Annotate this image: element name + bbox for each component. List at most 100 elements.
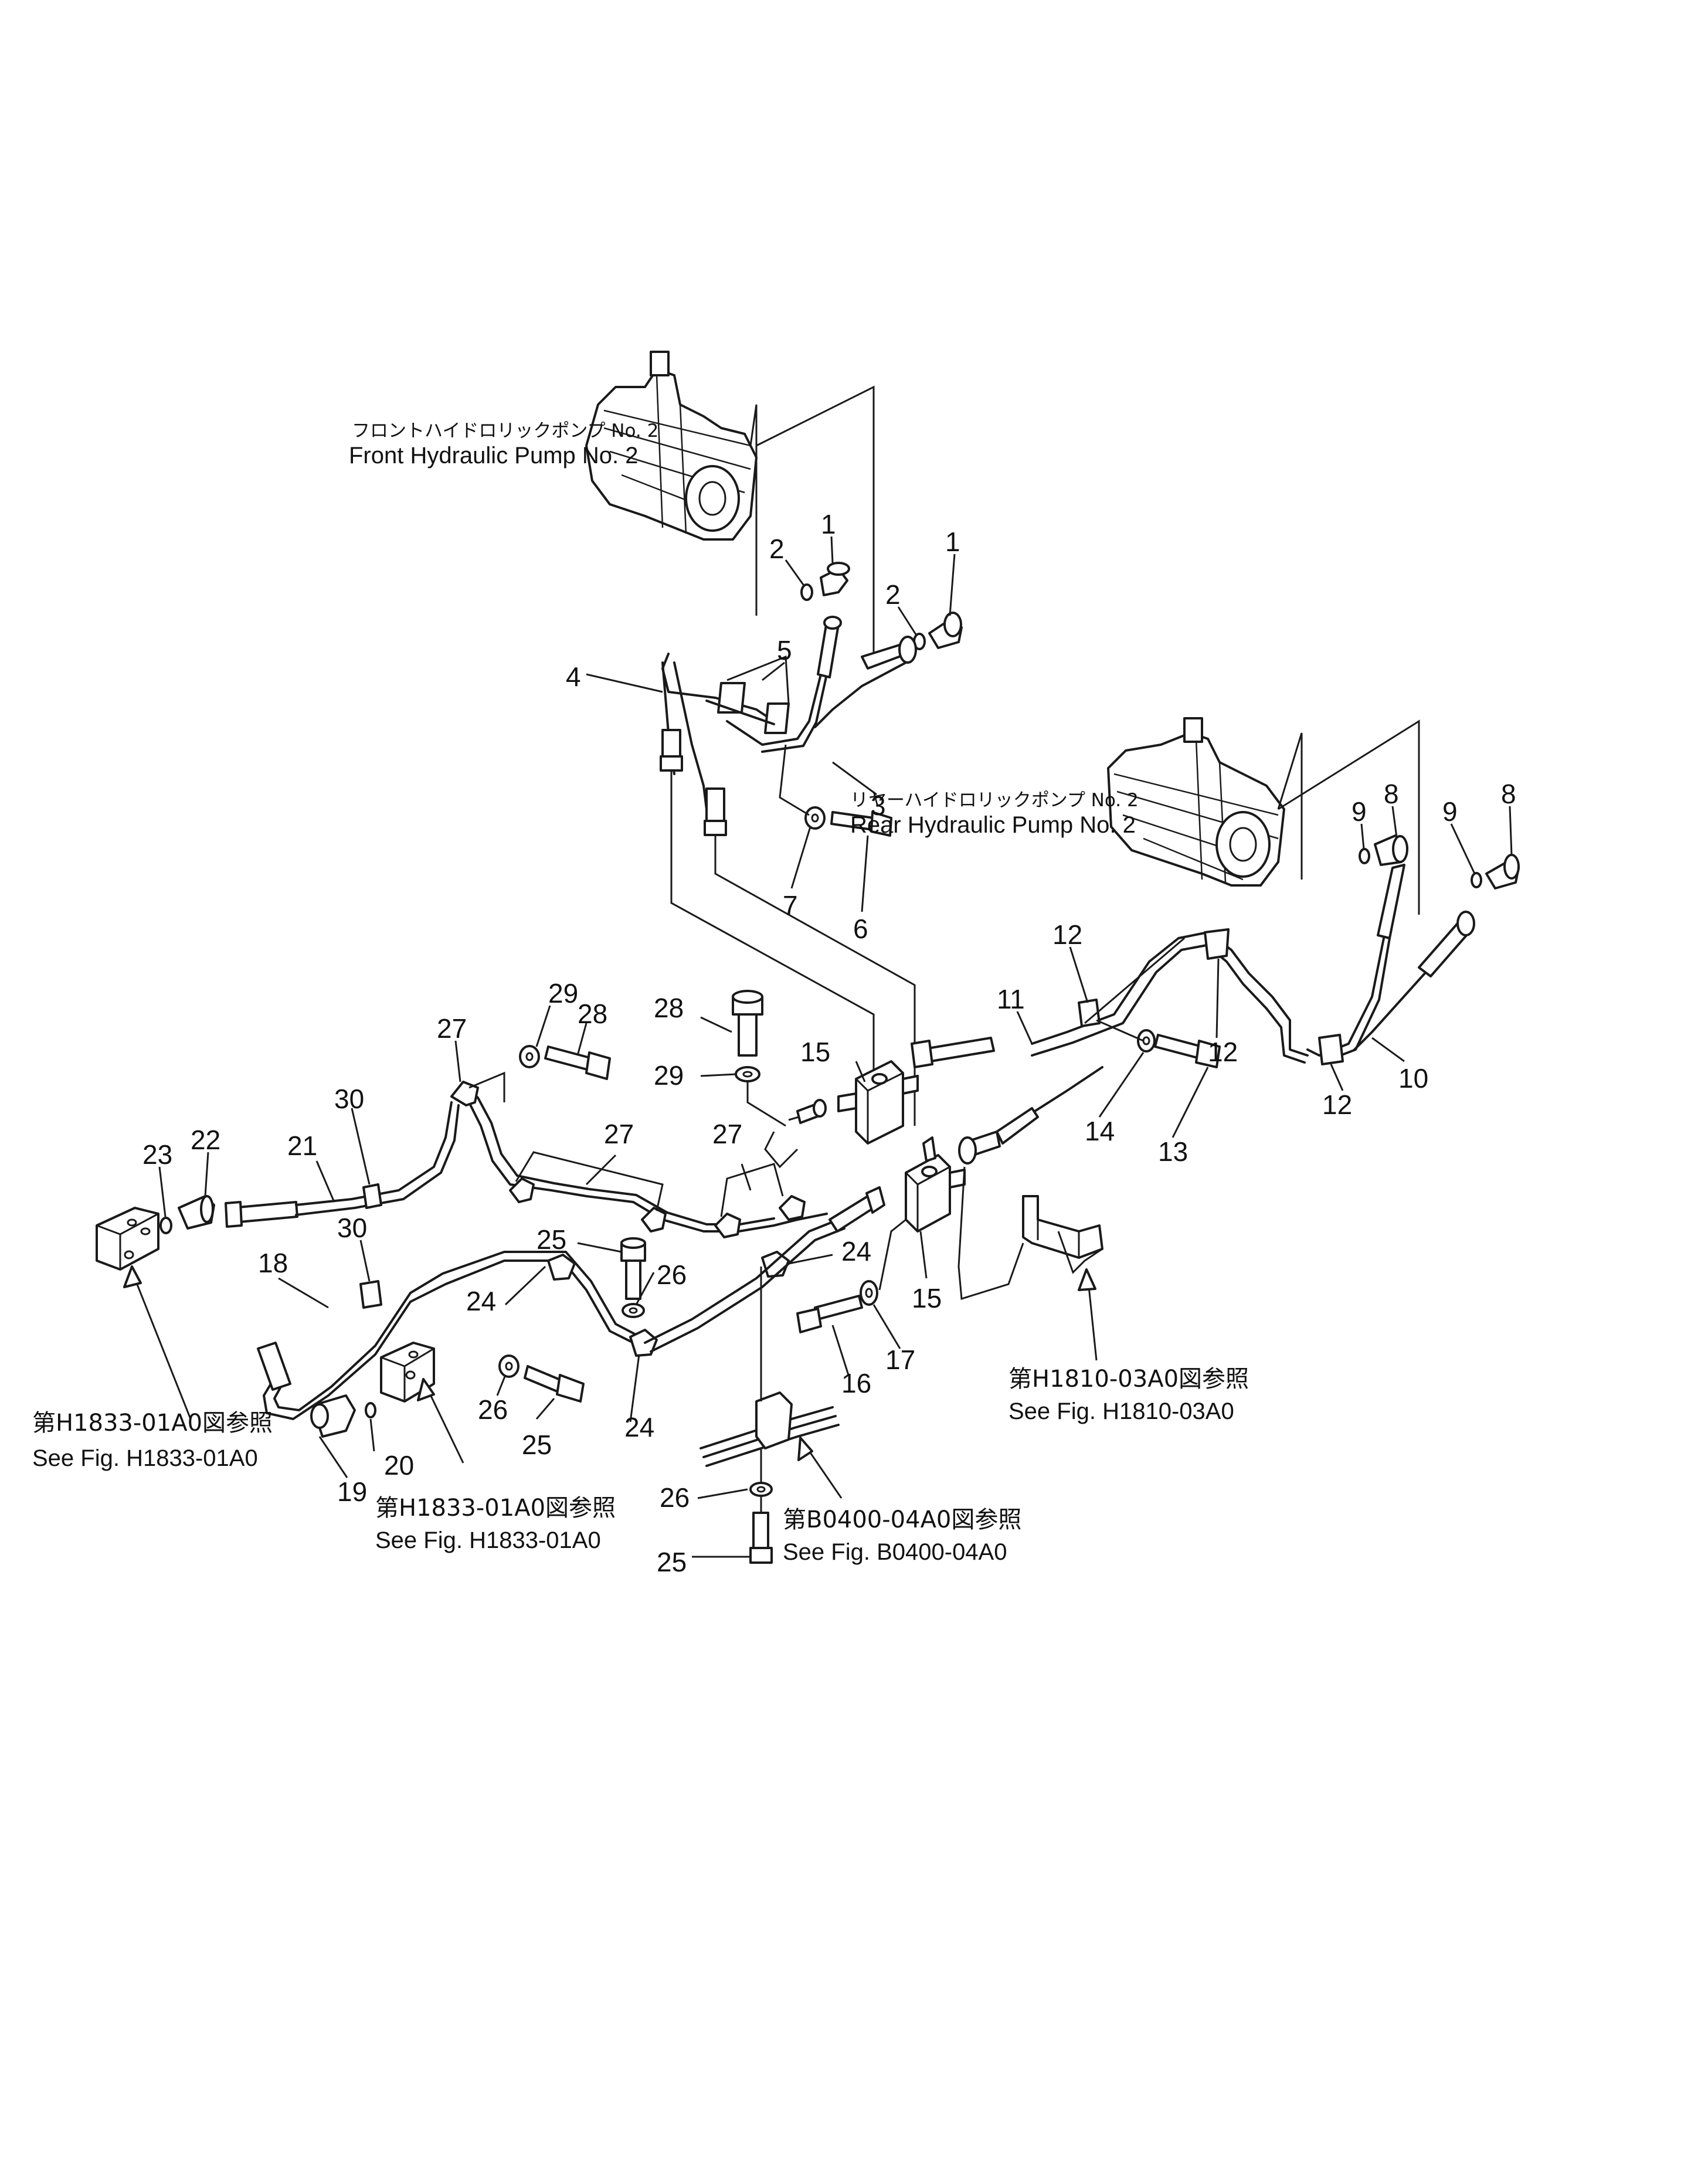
callout-29a: 29	[548, 978, 578, 1009]
callout-26c: 26	[660, 1482, 690, 1513]
ref-left-jp: 第H1833-01A0図参照	[32, 1410, 273, 1437]
callout-9b: 9	[1442, 796, 1458, 827]
front-pump-frame	[749, 385, 875, 657]
hose-part-27	[456, 1084, 828, 1233]
front-pump-label-jp: フロントハイドロリックポンプ No. 2	[352, 420, 658, 442]
elbow-part-1a	[820, 562, 850, 596]
hose-right-of-valve	[958, 1066, 1103, 1165]
washer-part-14	[1137, 1029, 1156, 1053]
callout-numbers: 1 2 1 2 5 4 3 7 6 9 8 9 8 12 11 12 12 10…	[142, 509, 1516, 1577]
leader-lines	[158, 536, 1513, 1558]
callout-26b: 26	[478, 1394, 508, 1425]
valve-part-15-lower	[905, 1136, 966, 1233]
washer-part-29a	[519, 1045, 540, 1068]
callout-10: 10	[1398, 1063, 1428, 1094]
callout-18: 18	[258, 1248, 288, 1278]
clamp-part-5	[705, 655, 790, 734]
hose-part-21	[225, 1101, 460, 1228]
bolt-part-28b	[732, 990, 763, 1057]
fitting-near-valve	[788, 1099, 827, 1124]
ref-center-en: See Fig. H1833-01A0	[375, 1527, 601, 1553]
washer-part-26b	[498, 1354, 519, 1378]
washer-part-26a	[622, 1303, 645, 1318]
callout-7: 7	[783, 890, 798, 921]
oring-part-23	[159, 1217, 172, 1234]
callout-17: 17	[885, 1345, 915, 1375]
callout-24b: 24	[841, 1236, 871, 1267]
callout-12a: 12	[1052, 919, 1082, 950]
hose-part-3b	[814, 661, 907, 728]
callout-22: 22	[191, 1125, 220, 1155]
clamp-part-30a	[362, 1183, 382, 1209]
callout-15a: 15	[800, 1037, 830, 1067]
callout-21: 21	[287, 1130, 317, 1161]
elbow-part-8a	[1374, 834, 1408, 866]
callout-16: 16	[841, 1368, 871, 1398]
rear-hydraulic-pump	[1107, 717, 1285, 887]
bolt-part-6	[830, 811, 892, 837]
callout-12c: 12	[1322, 1089, 1352, 1120]
hose-fitting-upper	[817, 616, 842, 678]
ref-center-jp: 第H1833-01A0図参照	[375, 1495, 616, 1522]
elbow-part-1b	[928, 612, 963, 649]
callout-20: 20	[384, 1450, 414, 1481]
oring-part-20	[365, 1402, 376, 1418]
callout-9a: 9	[1352, 796, 1367, 827]
clamp-part-12b	[1204, 928, 1230, 960]
front-hydraulic-pump	[585, 351, 758, 541]
ref-right-en: See Fig. H1810-03A0	[1008, 1398, 1234, 1424]
elbow-part-8b	[1485, 854, 1520, 890]
callout-30a: 30	[334, 1084, 364, 1114]
ref-bottom-en: See Fig. B0400-04A0	[783, 1539, 1007, 1565]
washer-part-17	[860, 1280, 878, 1306]
callout-25c: 25	[657, 1547, 687, 1577]
callout-8a: 8	[1384, 779, 1399, 809]
clamp-part-12c	[1318, 1034, 1344, 1065]
callout-5: 5	[777, 635, 792, 666]
washer-part-29b	[735, 1066, 760, 1082]
oring-part-9b	[1471, 872, 1482, 888]
washer-part-26c	[749, 1482, 773, 1497]
callout-14: 14	[1085, 1116, 1115, 1146]
hose-fitting-3	[861, 636, 917, 670]
clamp-part-24c	[761, 1251, 790, 1278]
bracket-right	[1022, 1195, 1103, 1274]
callout-28b: 28	[654, 993, 684, 1023]
callout-8b: 8	[1501, 779, 1516, 809]
rear-pump-label-en: Rear Hydraulic Pump No. 2	[850, 812, 1136, 838]
callout-4: 4	[566, 661, 581, 692]
bolt-part-13	[1154, 1034, 1221, 1068]
clamp-part-12a	[1078, 999, 1101, 1027]
front-pump-label-en: Front Hydraulic Pump No. 2	[349, 443, 639, 468]
elbow-part-19	[310, 1394, 356, 1438]
block-left	[96, 1207, 159, 1271]
clamp-part-27b	[509, 1151, 667, 1233]
callout-27c: 27	[712, 1119, 742, 1149]
hose-lower-center	[644, 1186, 885, 1353]
valve-part-15-upper	[837, 1060, 919, 1145]
callout-15b: 15	[912, 1283, 942, 1313]
ref-bottom-jp: 第B0400-04A0図参照	[783, 1506, 1021, 1533]
callout-30b: 30	[337, 1213, 367, 1243]
oring-part-9a	[1359, 848, 1370, 864]
callout-24c: 24	[624, 1412, 654, 1442]
bolt-part-16	[796, 1295, 863, 1333]
callout-6: 6	[853, 914, 868, 944]
callout-3: 3	[871, 790, 886, 821]
callout-27b: 27	[604, 1119, 634, 1149]
hose-fitting-right	[704, 787, 727, 836]
rear-pump-frame	[1277, 719, 1420, 915]
callout-12b: 12	[1208, 1037, 1238, 1067]
callout-25b: 25	[522, 1430, 552, 1460]
clamp-part-27c	[714, 1131, 806, 1238]
callout-27a: 27	[437, 1013, 467, 1044]
callout-26a: 26	[657, 1259, 687, 1290]
callout-29b: 29	[654, 1060, 684, 1091]
elbow-part-22	[178, 1195, 215, 1230]
bolt-part-25b	[524, 1365, 585, 1403]
callout-11: 11	[997, 984, 1025, 1014]
clamp-part-24b	[629, 1329, 658, 1357]
callout-19: 19	[337, 1476, 367, 1507]
callout-13: 13	[1158, 1136, 1188, 1167]
